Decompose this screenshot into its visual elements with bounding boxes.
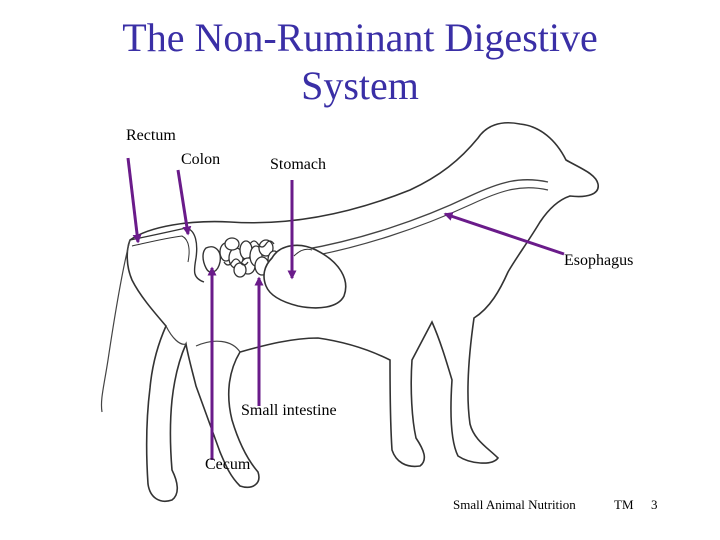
footer-course: Small Animal Nutrition [453, 497, 576, 512]
label-stomach: Stomach [270, 156, 326, 173]
hind-leg-outline [165, 325, 241, 353]
title-line-1: The Non-Ruminant Digestive [122, 15, 598, 60]
colon-arrow [176, 169, 192, 236]
tail-outline [100, 239, 131, 413]
label-small-intestine: Small intestine [241, 402, 337, 419]
rectum-arrow [126, 157, 142, 244]
label-rectum: Rectum [126, 127, 176, 144]
esophagus-tube [301, 179, 549, 251]
esophagus-arrow [443, 212, 565, 256]
stomach-shape [263, 244, 347, 309]
label-colon: Colon [181, 151, 221, 168]
footer-page-number: 3 [651, 497, 658, 512]
slide-title: The Non-Ruminant Digestive System [60, 14, 660, 110]
dog-body-outline [126, 122, 599, 502]
pointer-arrows [126, 157, 565, 460]
colon-rectum-tube [129, 227, 205, 283]
footer-tm: TM [614, 497, 634, 512]
label-cecum: Cecum [205, 456, 251, 473]
small-intestine-coils [219, 237, 281, 278]
label-esophagus: Esophagus [564, 252, 634, 269]
title-line-2: System [301, 63, 419, 108]
